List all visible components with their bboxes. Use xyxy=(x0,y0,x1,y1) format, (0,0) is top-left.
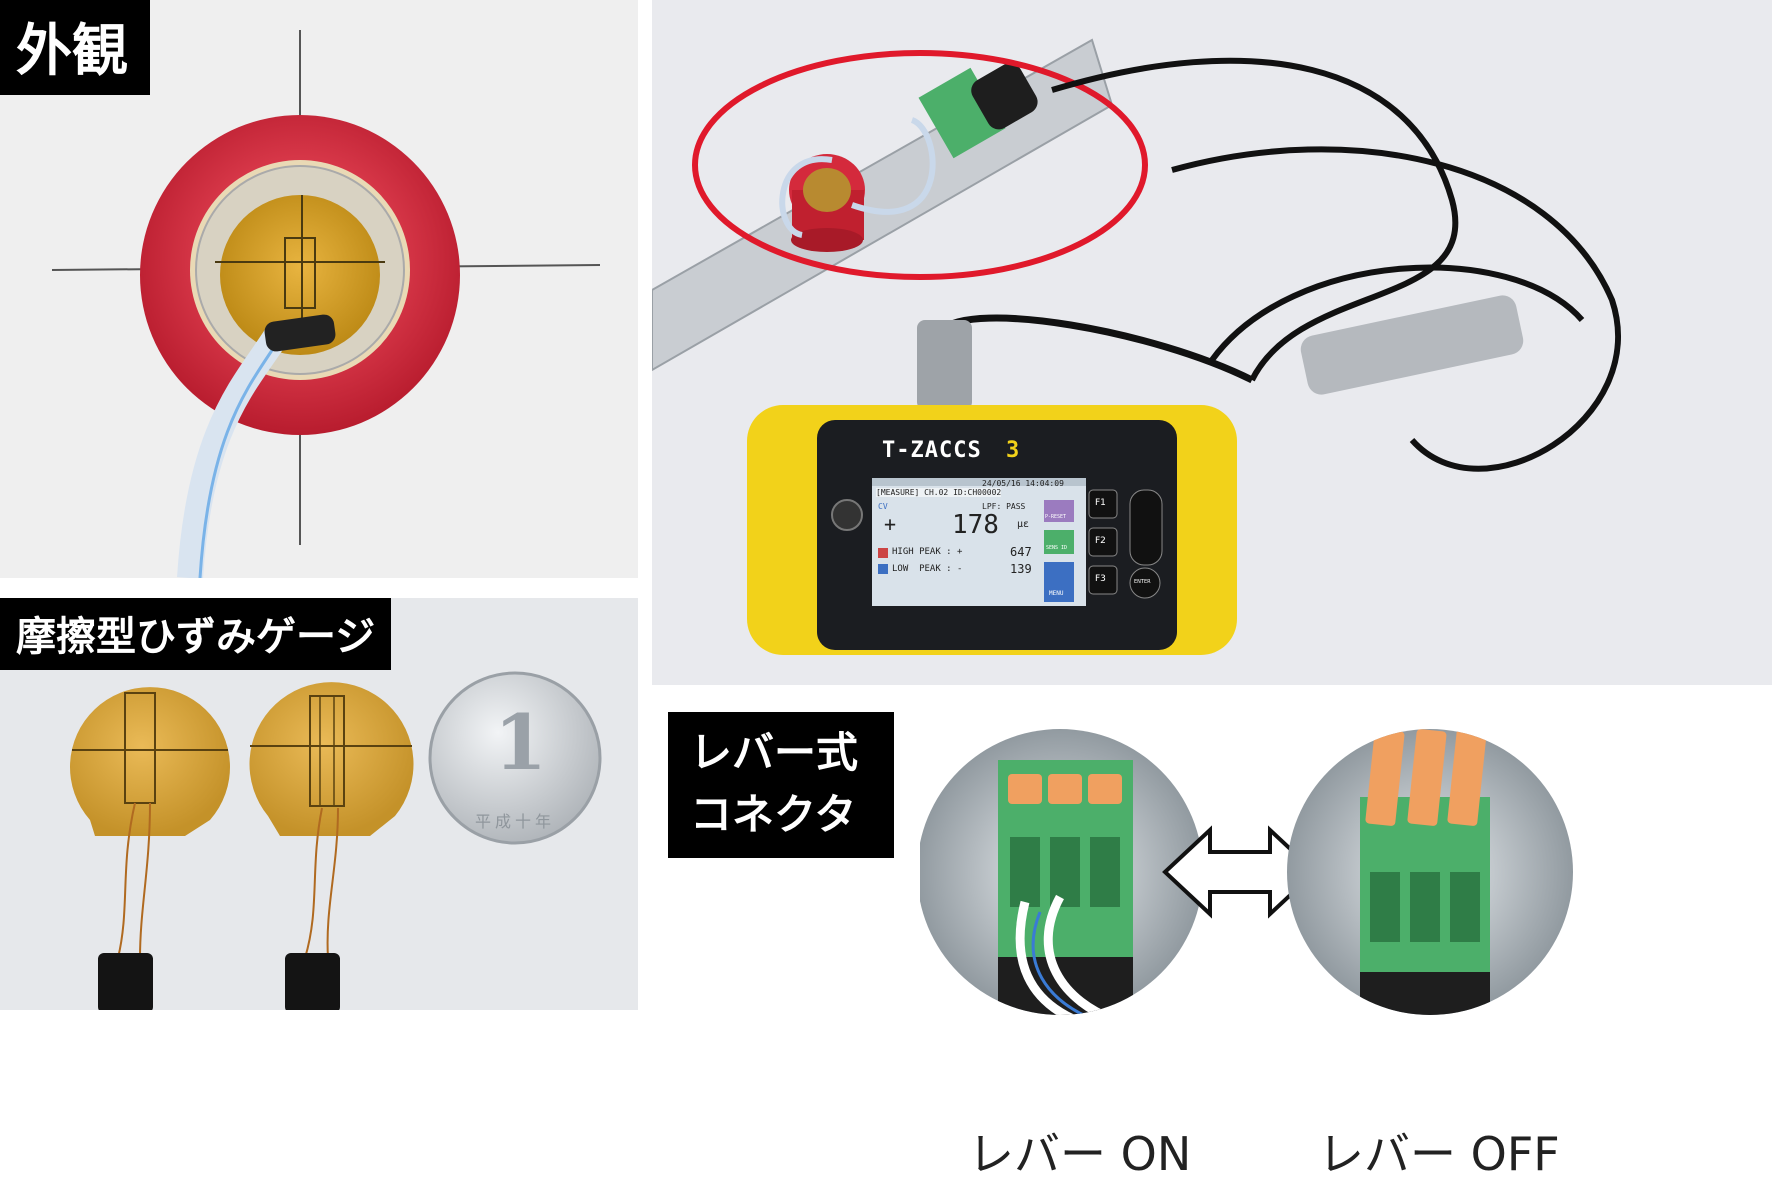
friction-gauge-2 xyxy=(249,682,414,1010)
up-down-key xyxy=(1129,489,1163,566)
softkey-p-reset: P-RESET xyxy=(1045,514,1067,520)
f1-button-label: F1 xyxy=(1095,498,1106,508)
round-connector xyxy=(1300,295,1524,395)
ring-sensor-illustration xyxy=(51,30,601,578)
enter-button-label: ENTER xyxy=(1134,579,1151,585)
terminal-block xyxy=(918,67,1006,159)
softkey-sens-id: SENS ID xyxy=(1046,545,1068,551)
power-button xyxy=(831,499,863,531)
coin-numeral: 1 xyxy=(494,698,547,787)
appearance-photo: 外観 xyxy=(0,0,638,578)
caption-lever-off: レバー OFF xyxy=(1318,1127,1560,1181)
device-low-peak-value: 139 xyxy=(1010,562,1032,576)
device-high-peak-value: 647 xyxy=(1010,545,1032,559)
label-lever-connector-line1: レバー式 xyxy=(690,728,859,777)
coin-inscription: 平成十年 xyxy=(475,812,556,831)
label-friction-gauge: 摩擦型ひずみゲージ xyxy=(0,598,392,670)
gauges-and-coin xyxy=(70,671,602,1010)
device-model-number: 3 xyxy=(1005,438,1021,463)
gauge-disc xyxy=(220,195,380,355)
device-mode: CV xyxy=(878,502,888,511)
softkey-menu: MENU xyxy=(1049,590,1064,597)
friction-gauge-photo: 1 平成十年 摩擦型ひずみゲージ xyxy=(0,598,638,1010)
device-brand: T-ZACCS xyxy=(882,438,982,463)
device-value: 178 xyxy=(952,510,999,540)
one-yen-coin xyxy=(428,671,602,845)
device-status-line: [MEASURE] CH.02 ID:CH00002 xyxy=(876,488,1002,497)
enter-key xyxy=(1129,567,1161,599)
label-lever-connector-line2: コネクタ xyxy=(690,790,857,839)
label-appearance: 外観 xyxy=(0,0,150,95)
lever-off-photo xyxy=(1287,729,1573,1015)
label-lever-connector: レバー式 コネクタ xyxy=(668,712,894,858)
device-lpf: LPF: PASS xyxy=(982,502,1026,511)
lever-on-photo xyxy=(920,729,1203,1015)
device-connector xyxy=(917,320,972,410)
lever-connector-comparison xyxy=(920,729,1573,1015)
highlight-ellipse xyxy=(692,50,1148,280)
f3-button-label: F3 xyxy=(1095,574,1106,584)
f2-button-label: F2 xyxy=(1095,536,1106,546)
device-high-peak-label: HIGH PEAK : + xyxy=(892,547,963,557)
device-sign: + xyxy=(884,512,897,536)
friction-gauge-1 xyxy=(70,687,230,1010)
device-low-peak-label: LOW PEAK : - xyxy=(892,564,963,574)
device-scene xyxy=(652,38,1621,655)
device-datetime: 24/05/16 14:04:09 xyxy=(982,479,1064,488)
device-unit: με xyxy=(1017,519,1030,530)
caption-lever-on: レバー ON xyxy=(968,1127,1192,1181)
device-photo: T-ZACCS 3 24/05/16 14:04:09 [MEASURE] CH… xyxy=(652,0,1772,685)
